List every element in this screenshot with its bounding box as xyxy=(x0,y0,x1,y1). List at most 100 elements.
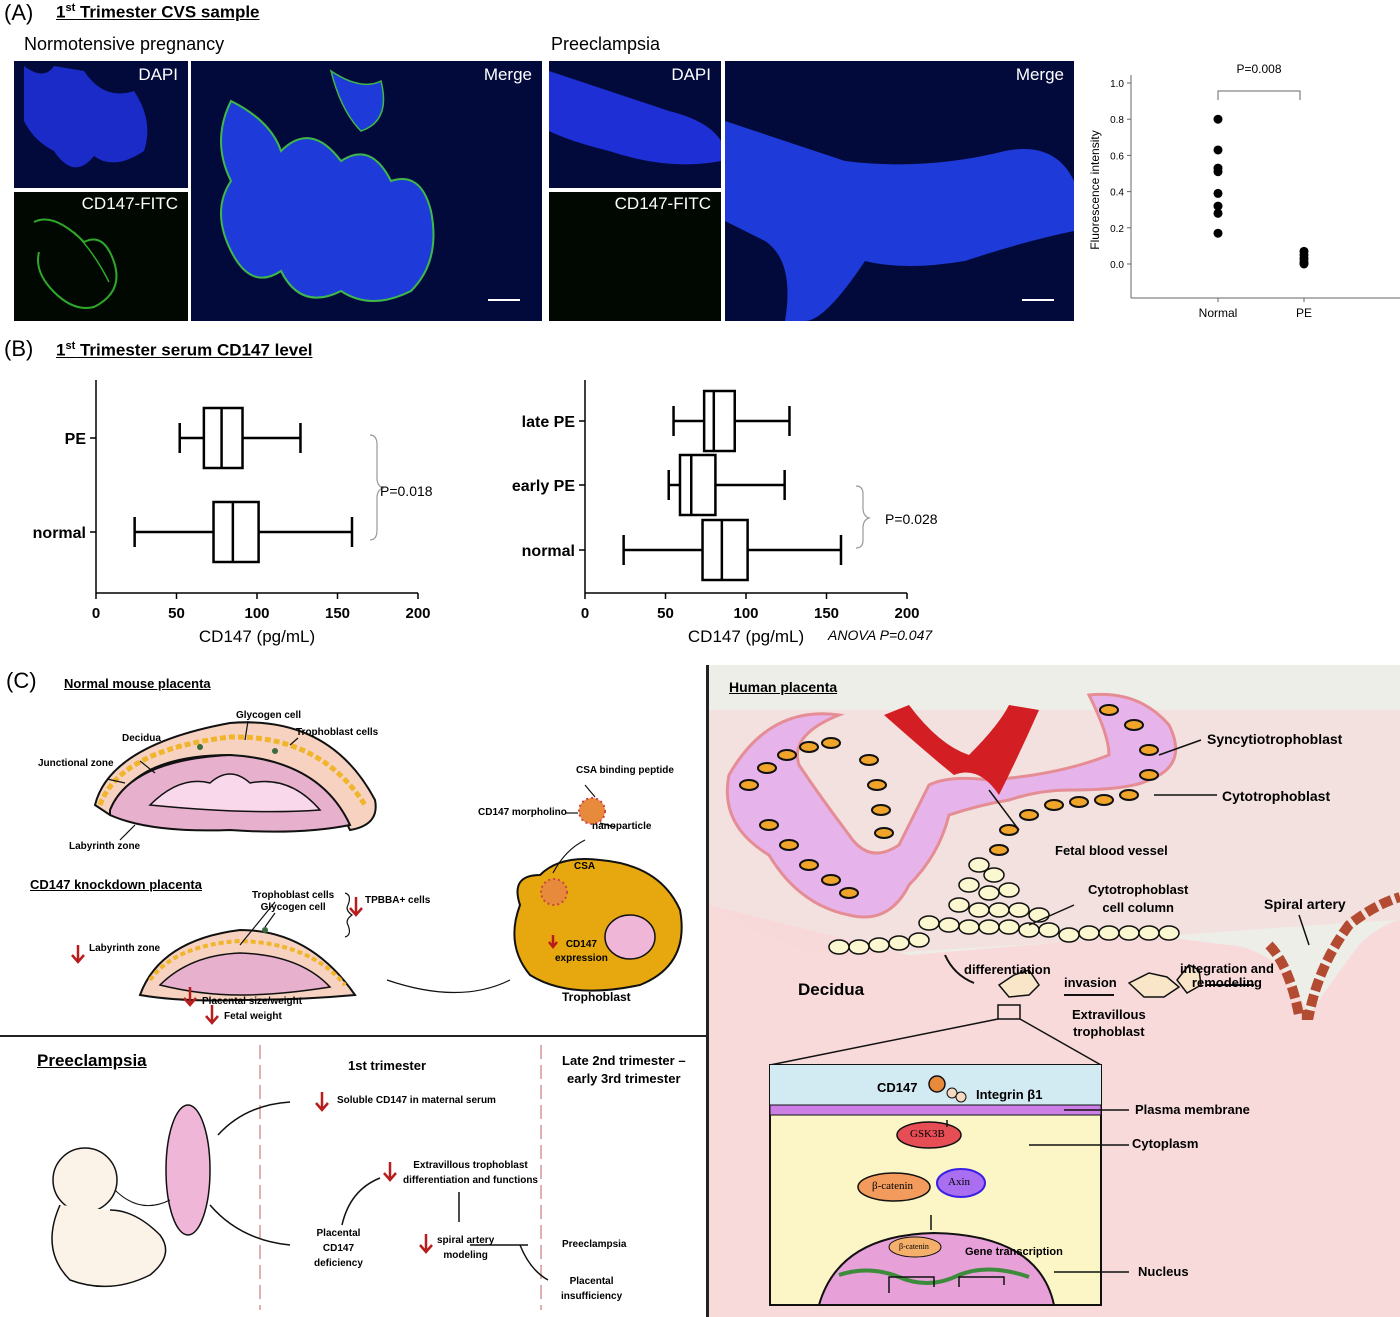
csa-label: CSA xyxy=(574,861,596,872)
cd147-expression-label: CD147 expression xyxy=(555,938,608,966)
pe-dapi-image: DAPI xyxy=(549,61,721,188)
spiral-artery-label: Spiral artery xyxy=(1264,896,1346,912)
dna-strand xyxy=(838,1267,1030,1286)
cd147-fitc-label: CD147-FITC xyxy=(81,194,178,213)
nanoparticle-bound xyxy=(540,878,568,906)
insufficiency-line2: insufficiency xyxy=(561,1291,623,1302)
panel-a-label: (A) xyxy=(4,0,34,25)
panel-b-title: 1st Trimester serum CD147 level xyxy=(56,340,312,361)
evt-line2: trophoblast xyxy=(1073,1024,1145,1039)
gsk3b-shape xyxy=(896,1121,962,1149)
integrin-label: Integrin β1 xyxy=(976,1087,1043,1102)
deficiency-line3: deficiency xyxy=(314,1258,363,1269)
evt-line1: Extravillous xyxy=(1072,1007,1146,1022)
boxplot-bracket xyxy=(369,434,385,541)
normal-mouse-title: Normal mouse placenta xyxy=(64,676,211,691)
junctional-zone xyxy=(97,734,368,807)
axin-label: Axin xyxy=(948,1176,970,1188)
boxplot-category-label: late PE xyxy=(522,414,576,431)
dotplot-point xyxy=(1213,114,1223,124)
cytoplasm-label: Cytoplasm xyxy=(1132,1136,1199,1151)
boxplot-xtick-label: 0 xyxy=(92,605,100,622)
cytotrophoblast-label: Cytotrophoblast xyxy=(1222,788,1331,804)
preeclampsia-outcome-label: Preeclampsia xyxy=(562,1239,627,1250)
invasion-label: invasion xyxy=(1064,975,1117,990)
spiral-modeling-label: spiral artery modeling xyxy=(437,1233,494,1263)
evt-function-label: Extravillous trophoblast differentiation… xyxy=(403,1158,538,1188)
kd-labyrinth-region xyxy=(158,952,332,996)
boxplot-xtick-label: 50 xyxy=(657,605,674,622)
dotplot-point xyxy=(1213,145,1223,155)
bcatenin-shape xyxy=(857,1172,931,1202)
boxplot-category-label: normal xyxy=(33,525,86,542)
preeclampsia-label: Preeclampsia xyxy=(551,34,661,54)
trophoblast-cell xyxy=(513,858,683,992)
first-trimester-label: 1st trimester xyxy=(348,1058,427,1073)
merge-label: Merge xyxy=(483,65,532,84)
dotplot-point xyxy=(1213,167,1223,177)
cd147-fitc-label: CD147-FITC xyxy=(614,194,711,213)
placental-deficiency-label: Placental CD147 deficiency xyxy=(314,1226,363,1271)
integration-line2: remodeling xyxy=(1191,975,1262,990)
kd-cells-label: Trophoblast cells Glycogen cell xyxy=(252,890,334,914)
normo-fitc-image: CD147-FITC xyxy=(14,192,188,321)
villus-outline xyxy=(725,692,1178,919)
dotplot-xtick-label: PE xyxy=(1296,306,1312,320)
boxplot-box xyxy=(701,518,749,582)
title-sup: st xyxy=(65,2,76,14)
panel-b-label: (B) xyxy=(4,336,34,361)
cd147-shape xyxy=(928,1075,946,1093)
integration-label: integration and remodeling xyxy=(1180,962,1274,990)
boxplot-xtick-label: 150 xyxy=(325,605,350,622)
panel-a-title: 1st Trimester CVS sample xyxy=(56,2,260,23)
boxplot-xtick-label: 50 xyxy=(168,605,185,622)
fetal-blood-vessel xyxy=(884,705,1039,795)
normotensive-label: Normotensive pregnancy xyxy=(24,34,225,54)
evt-function-line1: Extravillous trophoblast xyxy=(413,1160,528,1171)
dotplot-ytick-label: 0.0 xyxy=(1110,260,1124,271)
title-sup: st xyxy=(65,340,76,352)
mouse-placenta-diagram xyxy=(71,720,683,1025)
boxplot-category-label: normal xyxy=(522,543,575,560)
kd-labyrinth-label: Labyrinth zone xyxy=(89,943,161,954)
title-text: Trimester CVS sample xyxy=(75,2,260,22)
differentiation-label: differentiation xyxy=(964,962,1051,977)
panel-c-label: (C) xyxy=(6,668,37,693)
dotplot-ytick-label: 0.6 xyxy=(1110,151,1124,162)
boxplot-xtick-label: 100 xyxy=(244,605,269,622)
bcatenin-label: β-catenin xyxy=(872,1180,914,1192)
insufficiency-line1: Placental xyxy=(569,1276,614,1287)
decidua-label: Decidua xyxy=(798,980,865,999)
scale-bar xyxy=(1022,299,1054,301)
human-placenta-diagram xyxy=(709,692,1400,1317)
cell-column-line2: cell column xyxy=(1102,900,1174,915)
fetal-vessel-label: Fetal blood vessel xyxy=(1055,843,1168,858)
soluble-cd147-label: Soluble CD147 in maternal serum xyxy=(337,1095,496,1106)
integration-line1: integration and xyxy=(1180,961,1274,976)
anova-label: ANOVA P=0.047 xyxy=(828,627,933,643)
csa-peptide-label: CSA binding peptide xyxy=(576,765,674,776)
late-trimester-line1: Late 2nd trimester – xyxy=(562,1053,686,1068)
dotplot-ytick-label: 0.2 xyxy=(1110,224,1124,235)
late-trimester-label: Late 2nd trimester – early 3rd trimester xyxy=(562,1052,686,1088)
cd147-expression-line1: CD147 xyxy=(565,939,597,950)
nanoparticle xyxy=(578,797,606,825)
boxplot-xlabel: CD147 (pg/mL) xyxy=(199,627,315,646)
scale-bar xyxy=(488,299,520,301)
gsk3b-label: GSK3B xyxy=(910,1128,945,1140)
preeclampsia-title: Preeclampsia xyxy=(37,1051,147,1070)
pe-merge-image: Merge xyxy=(725,61,1074,321)
boxplot-category-label: PE xyxy=(65,431,87,448)
nucleus-shape xyxy=(817,1231,1056,1306)
boxplot-xtick-label: 200 xyxy=(894,605,919,622)
decidua-mouse-label: Decidua xyxy=(122,733,161,744)
dotplot-xtick-label: Normal xyxy=(1199,306,1238,320)
normo-dapi-image: DAPI xyxy=(14,61,188,188)
cd147-label: CD147 xyxy=(877,1080,918,1095)
junctional-zone-label: Junctional zone xyxy=(38,758,114,769)
boxplot-category-label: early PE xyxy=(512,478,575,495)
boxplot-pvalue: P=0.018 xyxy=(380,483,433,499)
deficiency-line1: Placental xyxy=(316,1228,361,1239)
boxplot-box xyxy=(212,500,260,564)
